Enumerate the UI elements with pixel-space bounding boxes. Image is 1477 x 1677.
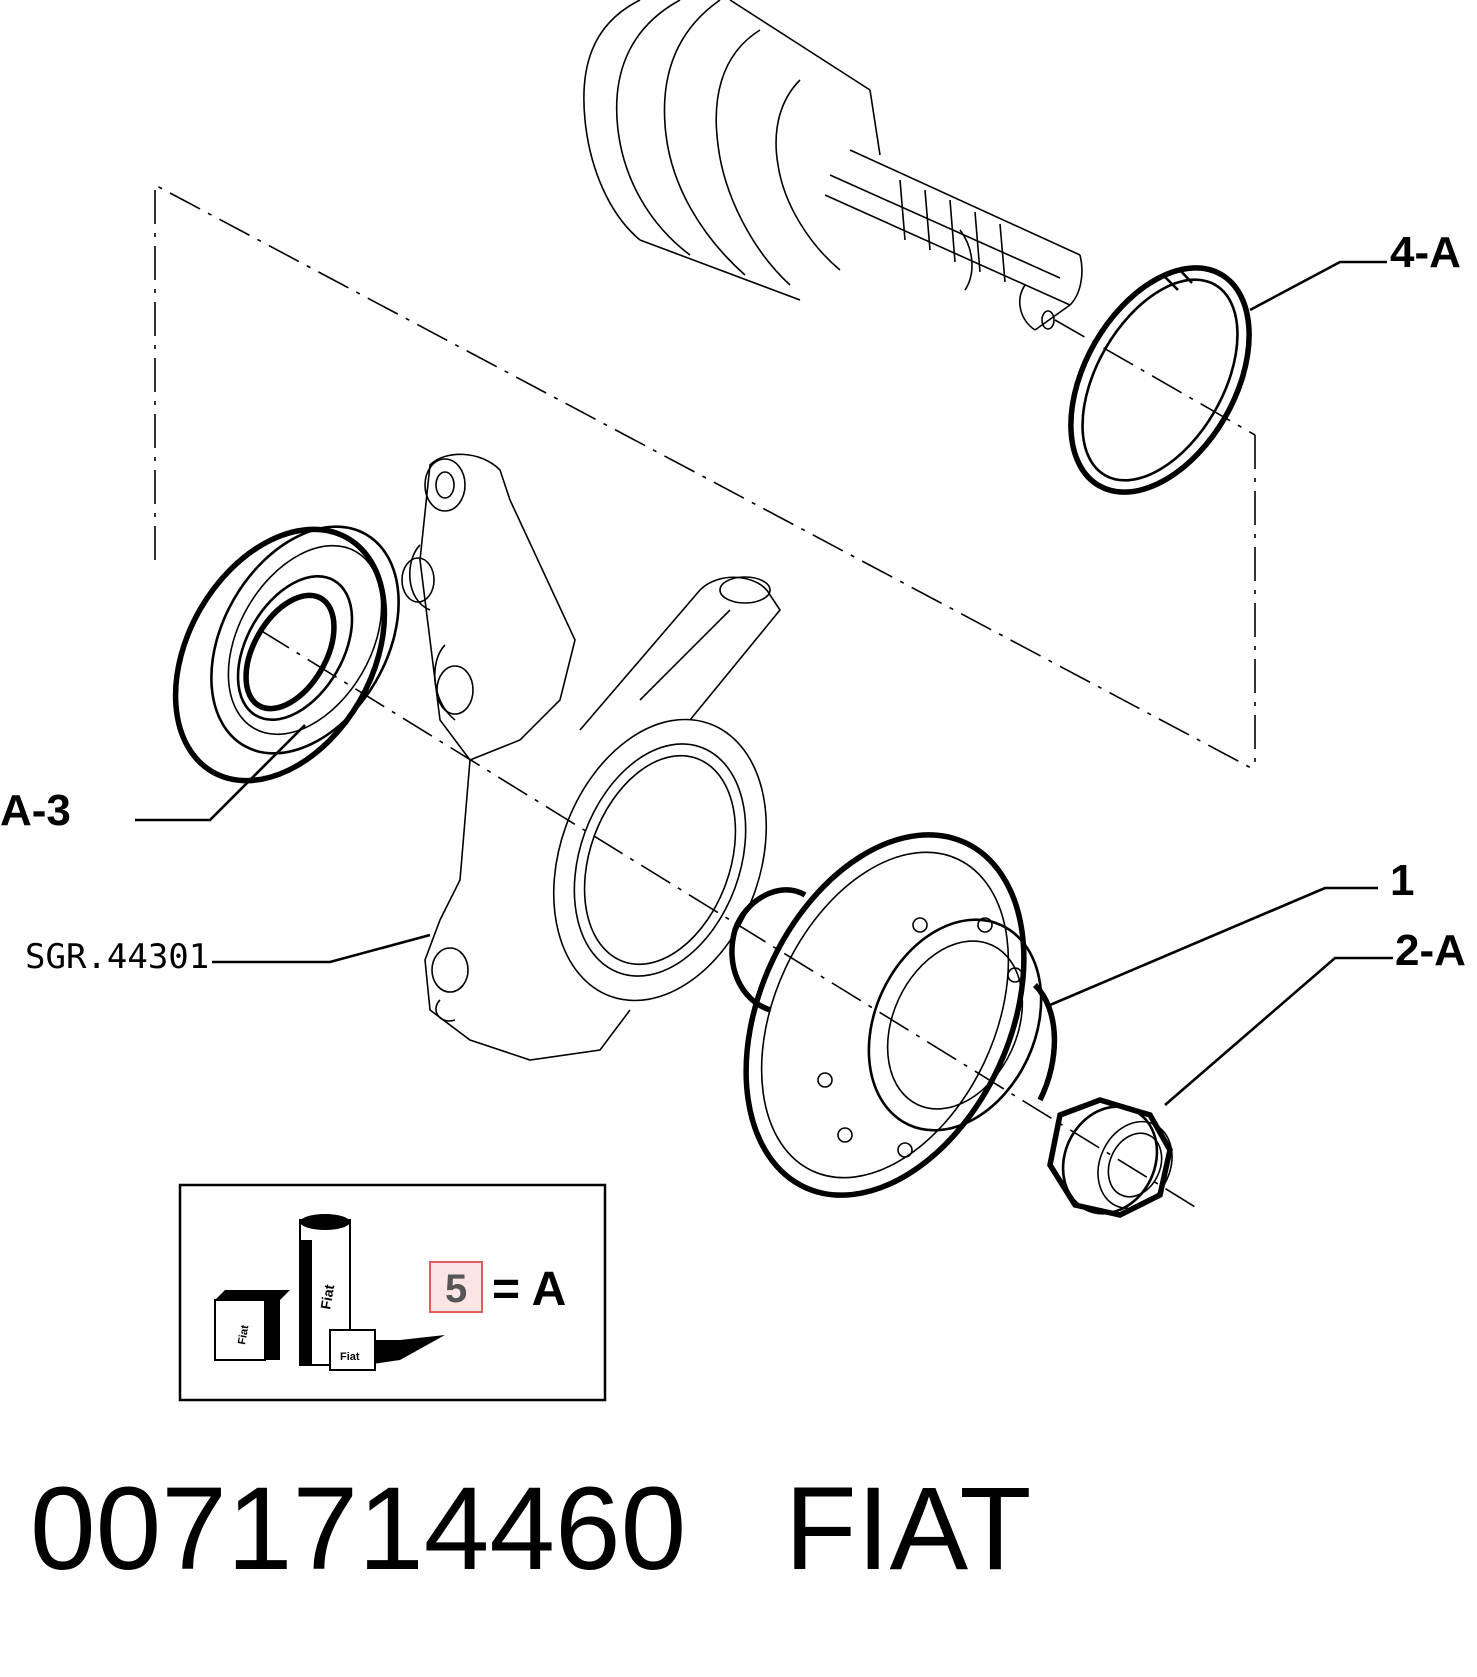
leader-4A bbox=[1249, 260, 1387, 312]
lubricant-products-icon: Fiat Fiat Fiat bbox=[214, 1214, 445, 1371]
wheel-hub bbox=[729, 832, 1058, 1198]
hub-axis bbox=[259, 629, 1201, 1211]
steering-knuckle bbox=[401, 453, 781, 1061]
wheel-bearing bbox=[172, 525, 400, 784]
assembly-frame bbox=[154, 183, 1256, 771]
leader-2A bbox=[1164, 956, 1393, 1106]
box-label: Fiat bbox=[236, 1324, 251, 1346]
legend-number: 5 bbox=[445, 1267, 467, 1311]
snap-ring bbox=[1068, 265, 1252, 495]
leader-A3 bbox=[135, 724, 306, 822]
hub-nut bbox=[1047, 1097, 1173, 1218]
callout-A3: A-3 bbox=[0, 786, 71, 835]
part-number-footer: 0071714460 FIAT bbox=[30, 1470, 1032, 1588]
tube-label: Fiat bbox=[317, 1283, 337, 1311]
legend-box: Fiat Fiat Fiat 5 = A bbox=[178, 1183, 607, 1402]
leader-knuckle bbox=[212, 933, 431, 964]
leader-1 bbox=[1049, 886, 1378, 1007]
callout-1: 1 bbox=[1390, 856, 1414, 905]
callout-4A: 4-A bbox=[1390, 228, 1461, 277]
pack-label: Fiat bbox=[340, 1351, 360, 1363]
callout-2A: 2-A bbox=[1395, 926, 1466, 975]
brand-name: FIAT bbox=[784, 1463, 1032, 1595]
drive-shaft bbox=[583, 0, 1083, 331]
legend-equals: = A bbox=[492, 1263, 566, 1316]
part-number: 0071714460 bbox=[30, 1463, 687, 1595]
legend-number-box bbox=[429, 1261, 483, 1313]
shaft-axis bbox=[1054, 319, 1256, 436]
knuckle-ref: SGR.44301 bbox=[25, 937, 209, 977]
